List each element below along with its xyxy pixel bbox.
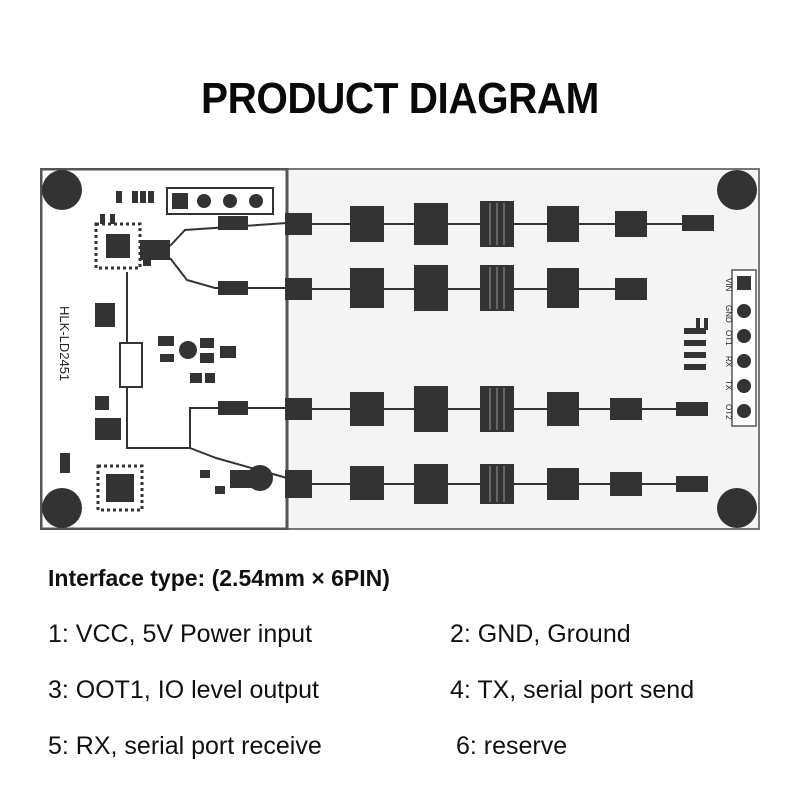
smd-components <box>100 191 154 224</box>
pin-label-tx: TX <box>724 380 733 391</box>
pin-label-gnd: GND <box>724 305 733 323</box>
pin-label-vin: VIN <box>724 278 733 292</box>
pcb-board-diagram: HLK-LD2451 <box>40 168 760 530</box>
chip-qfn-bottom <box>96 464 144 512</box>
pin-label-ot1: OT1 <box>724 330 733 346</box>
antenna-hatch <box>489 203 505 502</box>
smd-components <box>684 318 708 370</box>
pin-desc-3: 3: OOT1, IO level output <box>48 676 319 704</box>
mounting-hole-icon <box>42 170 82 210</box>
pin-desc-5: 5: RX, serial port receive <box>48 732 322 760</box>
pin-desc-6: 6: reserve <box>456 732 568 760</box>
pin-label-rx: RX <box>724 356 733 368</box>
pin-desc-4: 4: TX, serial port send <box>450 676 695 704</box>
pin-header-6 <box>731 269 757 427</box>
component-dot-icon <box>179 341 197 359</box>
interface-heading: Interface type: (2.54mm × 6PIN) <box>48 565 390 591</box>
pin-desc-2: 2: GND, Ground <box>450 620 631 648</box>
page-title: PRODUCT DIAGRAM <box>201 74 599 123</box>
pin-labels: VIN GND OT1 RX TX OT2 <box>724 278 733 420</box>
smd-components <box>60 303 236 494</box>
mounting-hole-icon <box>717 170 757 210</box>
antenna-feedlines <box>312 223 714 485</box>
pin-desc-1: 1: VCC, 5V Power input <box>48 620 313 648</box>
mounting-hole-icon <box>42 488 82 528</box>
pin-label-ot2: OT2 <box>724 404 733 420</box>
mounting-hole-icon <box>717 488 757 528</box>
model-label: HLK-LD2451 <box>57 306 72 381</box>
